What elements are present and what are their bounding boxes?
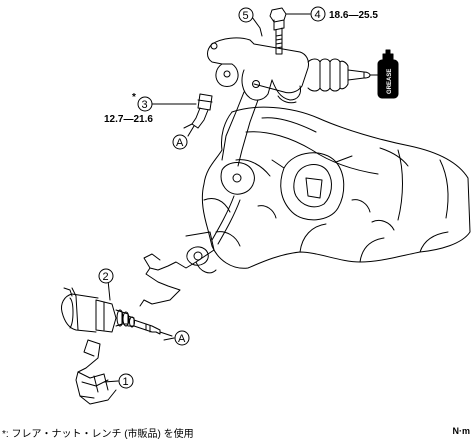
footnote: *: フレア・ナット・レンチ (市販品) を使用	[2, 429, 194, 440]
bolt-part-4	[269, 7, 287, 55]
asterisk-mark: *	[132, 92, 136, 103]
callout-5-number: 5	[243, 10, 249, 22]
release-cylinder	[207, 37, 379, 167]
callout-a-top-letter: A	[176, 137, 184, 149]
callout-1: 1	[118, 373, 134, 389]
callout-3-number: 3	[142, 99, 148, 111]
clutch-pipe-bracket	[139, 195, 241, 307]
torque-unit: N·m	[452, 426, 471, 436]
transmission-housing	[201, 106, 471, 269]
callout-4-number: 4	[315, 9, 321, 21]
callout-a-bottom: A	[174, 330, 190, 346]
callout-4: 4	[310, 6, 326, 22]
clutch-hose-part-2	[61, 287, 173, 337]
torque-label-pipe-3: 12.7—21.6	[104, 114, 153, 125]
grease-label: GREASE	[387, 69, 393, 94]
callout-1-number: 1	[123, 376, 129, 388]
callout-5: 5	[238, 7, 254, 23]
callout-a-top: A	[172, 134, 188, 150]
pipe-fitting-part-3	[187, 93, 213, 137]
leader-lines	[103, 13, 311, 383]
callout-2-number: 2	[103, 271, 109, 283]
bracket-clip-part-1	[75, 339, 117, 405]
torque-label-bolt-4: 18.6—25.5	[329, 10, 378, 21]
callout-2: 2	[98, 268, 114, 284]
grease-can-icon: GREASE	[377, 49, 399, 99]
callout-3: 3	[137, 96, 153, 112]
callout-a-bottom-letter: A	[178, 333, 186, 345]
